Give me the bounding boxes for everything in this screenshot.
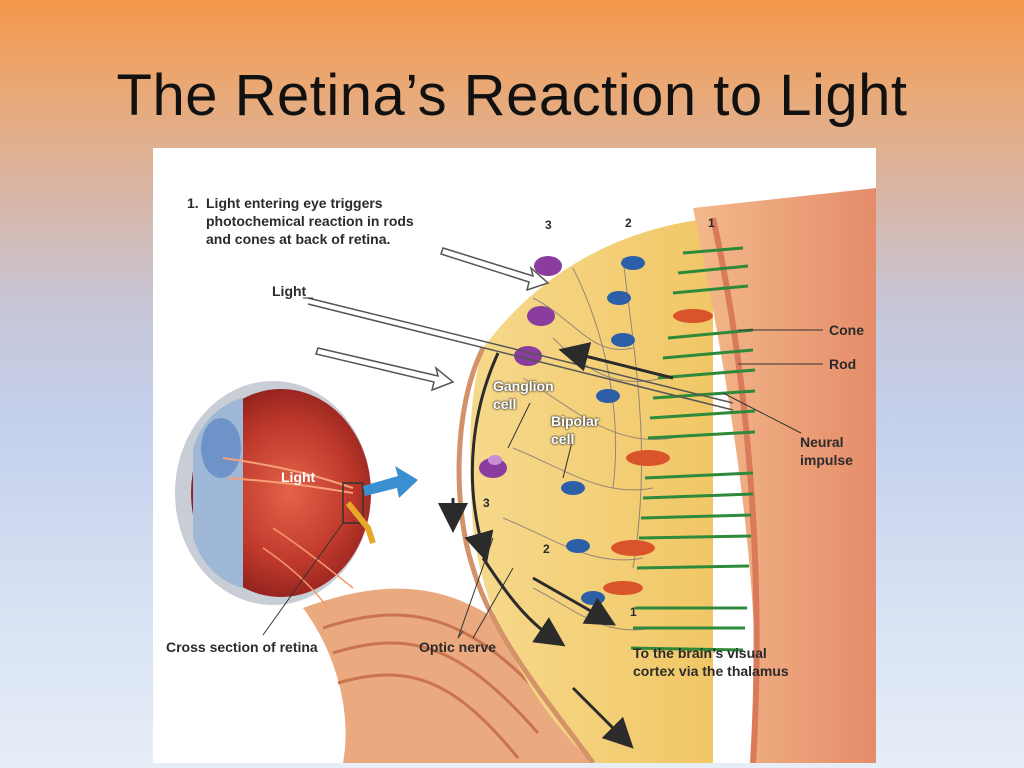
cone-cells <box>603 309 713 595</box>
eye-cross-section <box>175 381 376 609</box>
optic-nerve-band <box>303 588 623 763</box>
label-cross-section: Cross section of retina <box>166 639 318 655</box>
bipolar-cells <box>561 256 645 605</box>
label-ganglion-cell: Ganglion cell <box>493 378 554 412</box>
label-cone: Cone <box>829 322 864 338</box>
slide-title: The Retina’s Reaction to Light <box>116 63 908 128</box>
layer-number-bottom-2: 2 <box>543 542 550 556</box>
label-light-eye: Light <box>281 469 316 485</box>
step-1-text: Light entering eye triggers photochemica… <box>206 195 414 247</box>
step-1-caption: 1. Light entering eye triggers photochem… <box>187 194 451 248</box>
optic-leader-c <box>472 567 514 639</box>
layer-number-top-2: 2 <box>625 216 632 230</box>
ganglion-leader <box>507 402 531 449</box>
label-bipolar-cell: Bipolar cell <box>551 413 600 447</box>
layer-number-bottom-1: 1 <box>630 605 637 619</box>
step-1-number: 1. <box>187 195 199 211</box>
rod-cells <box>630 246 756 652</box>
layer-number-top-3: 3 <box>545 218 552 232</box>
label-optic-nerve: Optic nerve <box>419 639 497 655</box>
retina-illustration <box>175 188 876 763</box>
neural-leader <box>722 392 802 434</box>
light-arrow-2 <box>315 347 455 392</box>
retina-diagram: 1. Light entering eye triggers photochem… <box>153 148 876 763</box>
layer-number-top-1: 1 <box>708 216 715 230</box>
bipolar-leader <box>562 437 574 479</box>
label-rod: Rod <box>829 356 857 372</box>
label-brain-destination: To the brain’s visual cortex via the tha… <box>633 645 789 679</box>
light-arrow-1 <box>440 247 550 292</box>
zoom-arrow <box>363 466 418 498</box>
cross-section-leader <box>262 522 344 636</box>
optic-leader-b <box>457 537 494 639</box>
label-neural-impulse: Neural impulse <box>800 434 853 468</box>
layer-number-bottom-3: 3 <box>483 496 490 510</box>
label-light-top: Light <box>272 283 307 299</box>
